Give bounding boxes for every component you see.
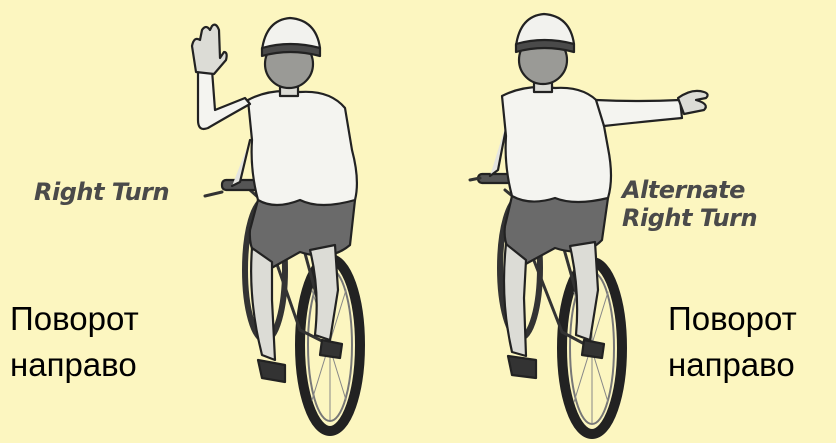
left-shoe-left [258,360,285,382]
left-caption-ru-line2: направо [10,342,139,388]
right-caption-en-line1: Alternate [622,176,757,204]
left-handlebar [205,180,260,196]
left-raised-hand [192,25,227,74]
left-caption-en: Right Turn [34,178,169,206]
right-helmet-icon [516,14,574,52]
right-extended-hand [678,91,708,114]
left-cyclist [192,18,360,431]
left-helmet-icon [262,18,320,56]
left-caption-ru-line1: Поворот [10,296,139,342]
right-caption-ru-line1: Поворот [668,296,797,342]
left-caption-ru: Поворот направо [10,296,139,388]
right-extended-arm [596,100,682,126]
right-caption-en: Alternate Right Turn [622,176,757,232]
right-caption-ru-line2: направо [668,342,797,388]
right-shirt [502,87,611,202]
left-caption-en-text: Right Turn [34,178,169,206]
right-caption-en-line2: Right Turn [622,204,757,232]
left-raised-arm [198,70,250,129]
left-shoe-right [320,340,342,358]
right-shoe-right [582,340,604,358]
right-leg-left [504,244,526,356]
left-shirt [248,91,357,205]
right-caption-ru: Поворот направо [668,296,797,388]
right-shoe-left [508,356,536,378]
left-leg-left [251,248,275,360]
